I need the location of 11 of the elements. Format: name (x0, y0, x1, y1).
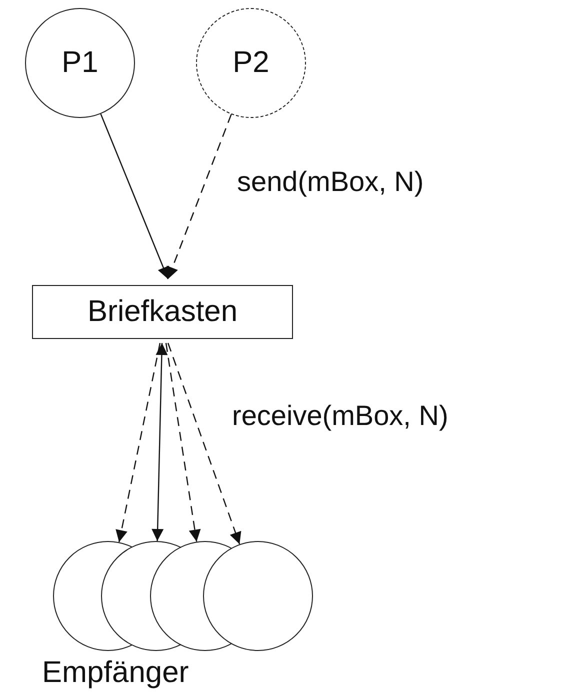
arrow (166, 114, 232, 280)
arrow (116, 342, 161, 542)
arrow (167, 342, 242, 544)
mailbox-box (32, 285, 293, 339)
arrow (100, 114, 170, 280)
node-label: P1 (62, 46, 98, 80)
arrow (152, 342, 168, 542)
node-label: P2 (232, 46, 270, 80)
receiver-circle (53, 541, 132, 651)
arrow (165, 342, 201, 542)
node-label: Briefkasten (87, 295, 238, 329)
